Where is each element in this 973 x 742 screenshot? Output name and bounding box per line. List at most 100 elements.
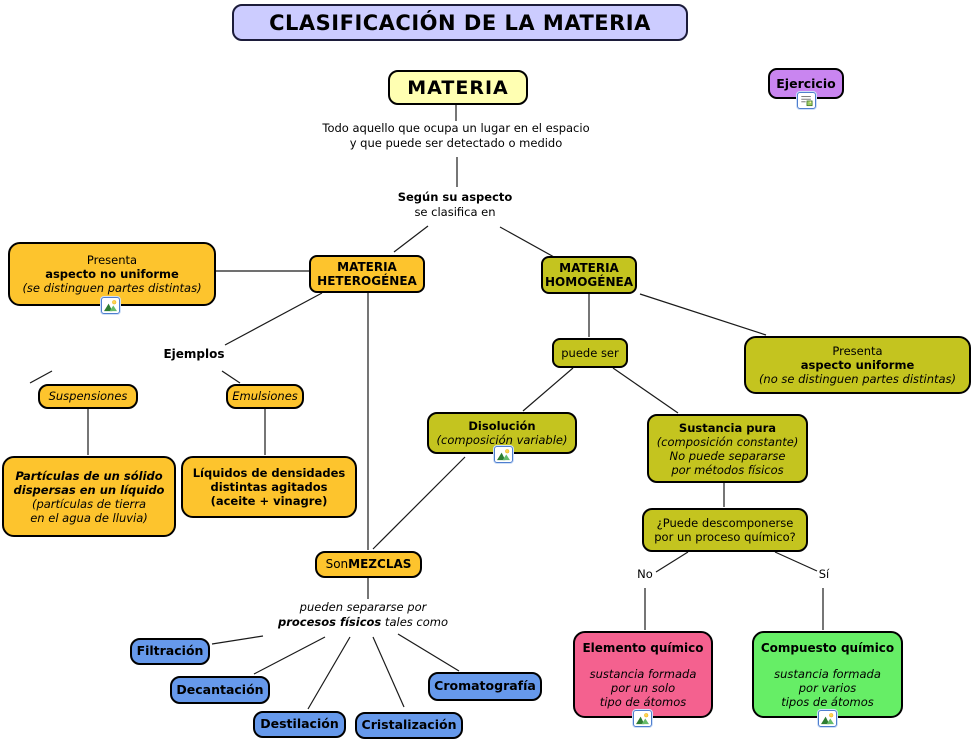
- connector-line: [397, 633, 460, 672]
- node-cromatografia[interactable]: Cromatografía: [428, 672, 542, 701]
- node-line: distintas agitados: [210, 480, 328, 494]
- node-line: puede ser: [561, 345, 619, 360]
- node-line: aspecto uniforme: [800, 358, 915, 372]
- node-line: (partículas de tierra: [31, 496, 147, 511]
- materia-definition-text: Todo aquello que ocupa un lugar en el es…: [256, 121, 656, 151]
- connector-line: [612, 367, 679, 414]
- node-line: HOMOGÉNEA: [545, 275, 633, 289]
- node-line: ¿Puede descomponerse: [656, 516, 794, 530]
- node-sustancia-pura[interactable]: Sustancia pura (composición constante) N…: [647, 414, 808, 483]
- node-line: Presenta: [86, 253, 138, 267]
- node-filtracion[interactable]: Filtración: [130, 638, 210, 665]
- label-si: Sí: [811, 567, 837, 582]
- node-materia-homogenea[interactable]: MATERIA HOMOGÉNEA: [541, 256, 637, 294]
- linking-phrase-ejemplos: Ejemplos: [158, 347, 230, 362]
- node-line: dispersas en un líquido: [13, 482, 165, 497]
- node-line: HETEROGÉNEA: [317, 274, 417, 288]
- page-title-text: CLASIFICACIÓN DE LA MATERIA: [269, 10, 651, 35]
- node-aspecto-uniforme[interactable]: Presenta aspecto uniforme (no se disting…: [744, 336, 971, 394]
- node-line: (composición variable): [436, 433, 568, 447]
- node-line: Cromatografía: [434, 678, 536, 694]
- node-aspecto-no-uniforme[interactable]: Presenta aspecto no uniforme (se disting…: [8, 242, 216, 306]
- connector-line: [499, 226, 555, 258]
- node-line: tipo de átomos: [599, 694, 687, 709]
- node-line: por varios: [798, 680, 857, 695]
- image-resource-icon[interactable]: [633, 710, 652, 727]
- node-line: por un solo: [610, 680, 676, 695]
- separacion-line: procesos físicos tales como: [262, 615, 464, 630]
- node-ejercicio-label: Ejercicio: [776, 75, 836, 91]
- connector-line: [253, 636, 326, 675]
- image-resource-icon[interactable]: [101, 297, 120, 314]
- node-destilacion[interactable]: Destilación: [253, 711, 346, 738]
- node-suspensiones[interactable]: Suspensiones: [38, 384, 138, 409]
- node-line: MATERIA: [559, 261, 619, 275]
- node-compuesto-quimico[interactable]: Compuesto químico sustancia formada por …: [752, 631, 903, 718]
- separacion-line: pueden separarse por: [299, 600, 427, 614]
- node-line: MATERIA: [337, 260, 397, 274]
- node-materia-heterogenea[interactable]: MATERIA HETEROGÉNEA: [309, 255, 425, 293]
- node-line: Disolución: [468, 419, 536, 433]
- definition-line: y que puede ser detectado o medido: [349, 136, 563, 150]
- node-line: Son: [325, 557, 349, 572]
- connector-line: [774, 551, 818, 572]
- node-cristalizacion[interactable]: Cristalización: [355, 712, 463, 739]
- no-text: No: [637, 567, 653, 581]
- node-line: Cristalización: [361, 717, 457, 733]
- segun-line: Según su aspecto: [397, 190, 513, 204]
- node-line: Decantación: [176, 681, 264, 697]
- connector-line: [522, 367, 574, 412]
- node-line: sustancia formada: [774, 666, 881, 681]
- node-line: (composición constante): [656, 434, 799, 449]
- node-materia-label: MATERIA: [407, 76, 509, 99]
- node-line: tipos de átomos: [781, 694, 874, 709]
- node-liquidos[interactable]: Líquidos de densidades distintas agitado…: [181, 456, 357, 518]
- node-line: Elemento químico: [582, 640, 704, 655]
- image-resource-icon[interactable]: [494, 446, 513, 463]
- node-decantacion[interactable]: Decantación: [170, 676, 270, 704]
- connector-line: [393, 225, 429, 253]
- connector-line: [211, 635, 264, 645]
- node-line: Líquidos de densidades: [192, 466, 346, 480]
- node-line: No puede separarse: [669, 448, 786, 463]
- linking-phrase-separacion: pueden separarse por procesos físicos ta…: [262, 600, 464, 630]
- segun-line: se clasifica en: [414, 205, 496, 219]
- node-line: Presenta: [832, 344, 883, 358]
- node-line: en el agua de lluvia): [30, 510, 148, 525]
- node-puede-ser[interactable]: puede ser: [552, 338, 628, 368]
- node-line: Destilación: [260, 716, 339, 732]
- definition-line: Todo aquello que ocupa un lugar en el es…: [322, 121, 590, 135]
- connector-line: [372, 636, 405, 708]
- node-line: (no se distinguen partes distintas): [758, 372, 957, 386]
- node-line: aspecto no uniforme: [45, 267, 179, 281]
- separacion-rest: tales como: [381, 615, 449, 629]
- node-line: (se distinguen partes distintas): [22, 281, 202, 295]
- node-line: Emulsiones: [232, 389, 298, 404]
- node-puede-descomponerse[interactable]: ¿Puede descomponerse por un proceso quím…: [642, 508, 808, 552]
- connector-line: [372, 456, 466, 550]
- label-no: No: [630, 567, 660, 582]
- node-line: MEZCLAS: [348, 557, 412, 572]
- node-line: (aceite + vinagre): [210, 494, 328, 508]
- node-particulas[interactable]: Partículas de un sólido dispersas en un …: [2, 456, 176, 537]
- node-line: Suspensiones: [48, 389, 128, 404]
- node-son-mezclas[interactable]: Son MEZCLAS: [315, 551, 422, 578]
- ejemplos-label: Ejemplos: [163, 347, 225, 361]
- node-line: Partículas de un sólido: [15, 468, 163, 483]
- node-line: por un proceso químico?: [654, 530, 796, 544]
- node-line: Filtración: [136, 643, 204, 659]
- connector-line: [655, 551, 689, 573]
- node-elemento-quimico[interactable]: Elemento químico sustancia formada por u…: [573, 631, 713, 718]
- image-resource-icon[interactable]: [818, 710, 837, 727]
- page-title: CLASIFICACIÓN DE LA MATERIA: [232, 4, 688, 41]
- document-resource-icon[interactable]: [797, 92, 816, 109]
- node-emulsiones[interactable]: Emulsiones: [226, 384, 304, 409]
- node-line: Compuesto químico: [760, 640, 895, 655]
- si-text: Sí: [818, 567, 830, 581]
- node-line: sustancia formada: [589, 666, 697, 681]
- connector-line: [29, 370, 53, 384]
- node-line: por métodos físicos: [671, 462, 784, 477]
- node-materia[interactable]: MATERIA: [388, 70, 528, 105]
